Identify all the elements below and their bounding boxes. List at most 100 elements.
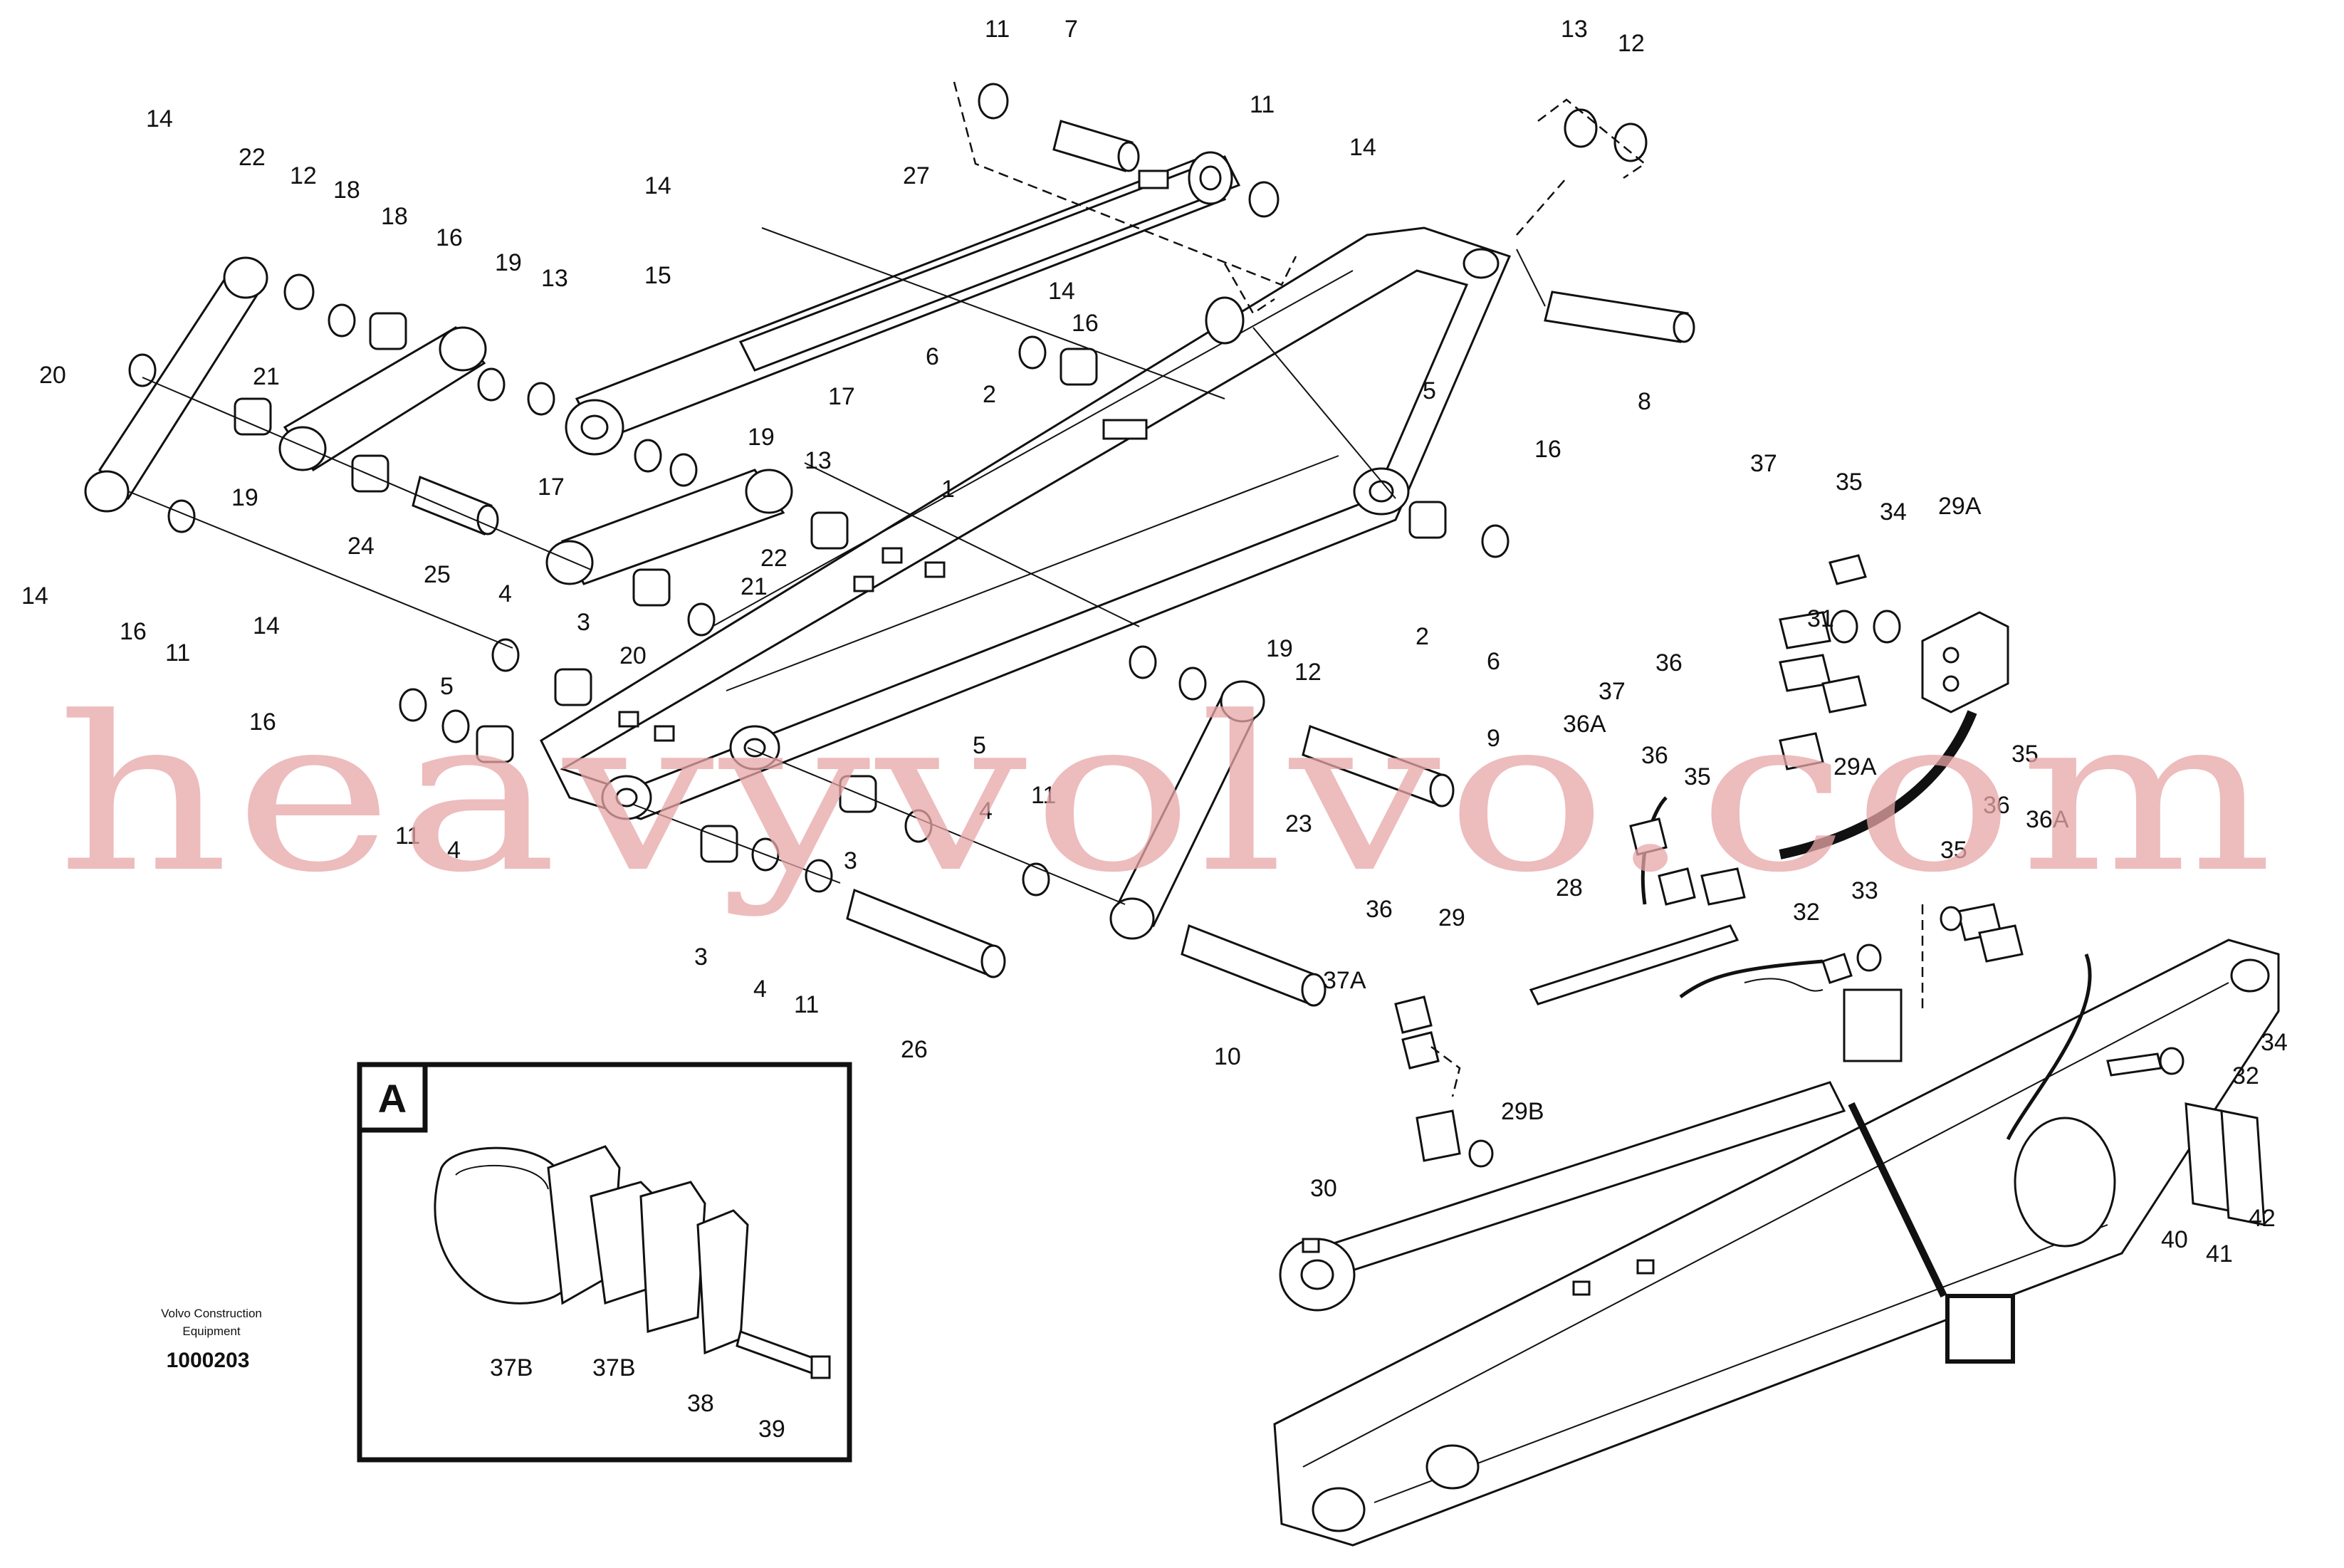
callout: 11 [794, 991, 819, 1018]
callout: 16 [1534, 436, 1561, 463]
callout: 38 [687, 1390, 714, 1417]
callout: 34 [1880, 498, 1907, 526]
callout: 36 [1366, 896, 1393, 923]
callout: 2 [983, 381, 996, 408]
callout: 5 [973, 732, 986, 759]
callout: 31 [1807, 605, 1834, 632]
callout: 22 [760, 545, 788, 572]
arm-assembly-part [1273, 939, 2280, 1547]
callout: 20 [619, 642, 647, 669]
detail-a-label: A [378, 1076, 407, 1121]
callout: 3 [577, 609, 590, 636]
watermark-text: heavyvolvo.com [57, 671, 2278, 919]
callout: 6 [1487, 648, 1500, 675]
callout: 19 [231, 484, 258, 511]
callout: 12 [290, 162, 317, 189]
link-parts [84, 256, 1265, 940]
callout: 12 [1618, 30, 1645, 57]
callout: 8 [1638, 388, 1651, 415]
callout: 24 [347, 533, 375, 560]
callout: 11 [1250, 91, 1275, 118]
detail-a-box: A [357, 1062, 852, 1463]
callout: 14 [1048, 278, 1075, 305]
callout: 26 [901, 1036, 928, 1063]
callout: 11 [1031, 782, 1056, 809]
callout: 32 [1793, 899, 1820, 926]
callout: 13 [805, 447, 832, 474]
callout: 34 [2261, 1029, 2288, 1056]
callout: 16 [436, 224, 463, 251]
callout: 37 [1599, 678, 1626, 705]
callout: 35 [1684, 763, 1711, 790]
callout: 25 [424, 561, 451, 588]
drawing-number: 1000203 [167, 1349, 250, 1372]
bushing-washer-parts [128, 83, 1648, 897]
boom-main-part [540, 226, 1512, 820]
callout: 4 [979, 798, 993, 825]
callout: 11 [985, 16, 1010, 43]
cylinder-part [565, 151, 1241, 456]
callout: 29A [1938, 493, 1982, 520]
callout: 6 [926, 343, 939, 370]
hydraulic-line-parts [1529, 710, 2185, 1141]
callout: 37A [1323, 967, 1366, 994]
callout: 29B [1501, 1098, 1544, 1125]
callout: 3 [694, 944, 708, 971]
callout: 36A [2026, 806, 2069, 833]
callout: 36 [1655, 649, 1683, 676]
callout: 23 [1285, 810, 1312, 837]
callout: 16 [120, 618, 147, 645]
callout: 22 [239, 144, 266, 171]
callout: 17 [538, 474, 565, 501]
callout: 14 [146, 105, 173, 132]
callout: 18 [381, 203, 408, 230]
callout: 20 [39, 362, 66, 389]
callout: 19 [748, 424, 775, 451]
detail-a-reference [1945, 1294, 2015, 1364]
manifold-clamp-parts [1394, 554, 2266, 1226]
callout: 17 [828, 383, 855, 410]
callout: 19 [1266, 635, 1293, 662]
callout: 21 [253, 363, 280, 390]
dashed-brackets [127, 81, 1947, 1298]
callout: 13 [1561, 16, 1588, 43]
callout: 16 [249, 709, 276, 736]
callout: 36A [1563, 711, 1606, 738]
callout: 2 [1416, 623, 1429, 650]
callout: 14 [253, 612, 280, 639]
callout: 3 [844, 847, 857, 874]
callout: 41 [2206, 1240, 2233, 1268]
callout: 40 [2161, 1226, 2188, 1253]
callout: 30 [1310, 1175, 1337, 1202]
callout: 18 [333, 177, 360, 204]
callout: 11 [395, 822, 420, 850]
callout: 14 [1349, 134, 1376, 161]
callout: 36 [1641, 742, 1668, 769]
callout: 16 [1072, 310, 1099, 337]
callout: 28 [1556, 874, 1583, 901]
callout: 14 [644, 172, 671, 199]
pin-parts [412, 120, 1695, 1007]
callout: 42 [2249, 1205, 2276, 1232]
callout: 36 [1983, 792, 2010, 819]
callout: 35 [1836, 469, 1863, 496]
callout: 4 [753, 976, 767, 1003]
callout: 14 [21, 582, 48, 610]
callout: 35 [2011, 741, 2039, 768]
caption-line-2: Equipment [182, 1324, 241, 1338]
callout: 1 [941, 476, 955, 503]
callout: 29A [1833, 753, 1877, 780]
callout: 27 [903, 162, 930, 189]
callout: 39 [758, 1416, 785, 1443]
callout: 15 [644, 262, 671, 289]
callout: 7 [1064, 16, 1078, 43]
callout: 21 [741, 573, 768, 600]
caption-line-1: Volvo Construction [161, 1307, 262, 1320]
callout: 5 [440, 673, 454, 700]
callout: 33 [1851, 877, 1878, 904]
callout: 4 [498, 580, 512, 607]
drawing-caption: Volvo Construction Equipment 1000203 [161, 1307, 262, 1372]
callout: 10 [1214, 1043, 1241, 1070]
